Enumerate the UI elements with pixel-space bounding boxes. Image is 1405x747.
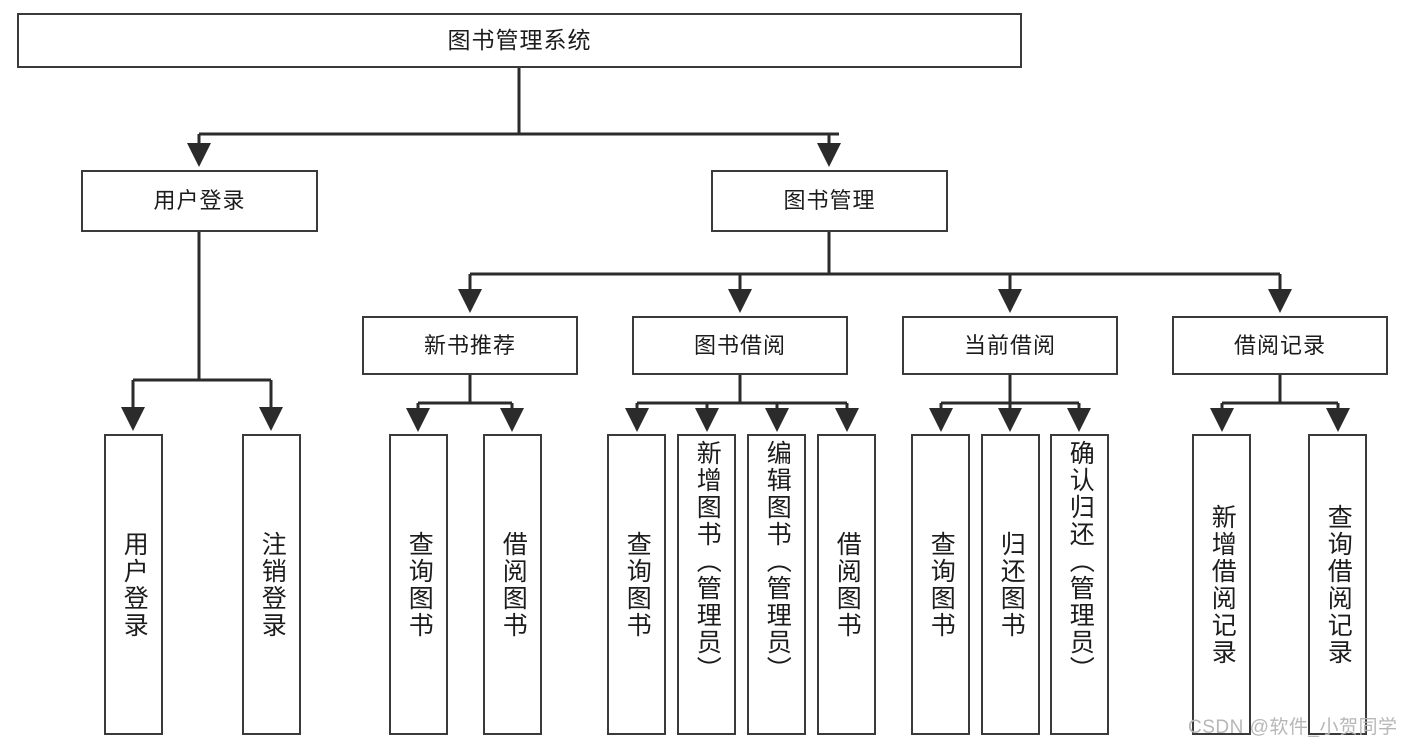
- node-new-book-rec[interactable]: 新书推荐: [362, 316, 578, 375]
- node-leaf-query-book-3-label: 查询图书: [927, 530, 956, 639]
- node-leaf-query-book-2-label: 查询图书: [623, 530, 652, 639]
- node-borrow-record[interactable]: 借阅记录: [1172, 316, 1388, 375]
- node-leaf-query-record-label: 查询借阅记录: [1324, 503, 1353, 666]
- node-root[interactable]: 图书管理系统: [17, 13, 1022, 68]
- node-leaf-query-book-2[interactable]: 查询图书: [607, 434, 666, 735]
- node-leaf-borrow-book-1[interactable]: 借阅图书: [483, 434, 542, 735]
- node-leaf-add-book-label: 新增图书（管理员）: [693, 440, 722, 683]
- node-borrow-record-label: 借阅记录: [1233, 332, 1326, 358]
- node-leaf-add-book[interactable]: 新增图书（管理员）: [677, 434, 736, 735]
- node-new-book-rec-label: 新书推荐: [423, 332, 516, 358]
- node-leaf-logout-login-label: 注销登录: [258, 530, 287, 639]
- node-leaf-query-book-1-label: 查询图书: [405, 530, 434, 639]
- node-leaf-user-login[interactable]: 用户登录: [104, 434, 163, 735]
- node-user-login[interactable]: 用户登录: [81, 170, 318, 232]
- node-leaf-edit-book-label: 编辑图书（管理员）: [763, 440, 792, 683]
- node-leaf-borrow-book-2-label: 借阅图书: [833, 530, 862, 639]
- node-book-manage-label: 图书管理: [783, 188, 876, 214]
- node-leaf-logout-login[interactable]: 注销登录: [242, 434, 301, 735]
- node-book-borrow-label: 图书借阅: [693, 332, 786, 358]
- node-user-login-label: 用户登录: [153, 188, 246, 214]
- node-leaf-confirm-return[interactable]: 确认归还（管理员）: [1050, 434, 1109, 735]
- node-leaf-borrow-book-1-label: 借阅图书: [499, 530, 528, 639]
- node-leaf-add-record-label: 新增借阅记录: [1208, 503, 1237, 666]
- node-leaf-borrow-book-2[interactable]: 借阅图书: [817, 434, 876, 735]
- node-leaf-edit-book[interactable]: 编辑图书（管理员）: [747, 434, 806, 735]
- node-book-manage[interactable]: 图书管理: [711, 170, 948, 232]
- node-leaf-add-record[interactable]: 新增借阅记录: [1192, 434, 1251, 735]
- node-root-label: 图书管理系统: [447, 26, 592, 53]
- node-leaf-user-login-label: 用户登录: [120, 530, 149, 639]
- node-leaf-return-book-label: 归还图书: [997, 530, 1026, 639]
- node-current-borrow[interactable]: 当前借阅: [902, 316, 1118, 375]
- node-leaf-query-record[interactable]: 查询借阅记录: [1308, 434, 1367, 735]
- node-leaf-query-book-3[interactable]: 查询图书: [911, 434, 970, 735]
- node-current-borrow-label: 当前借阅: [963, 332, 1056, 358]
- csdn-watermark: CSDN @软件_小贺同学: [1188, 717, 1398, 738]
- node-book-borrow[interactable]: 图书借阅: [632, 316, 848, 375]
- node-leaf-return-book[interactable]: 归还图书: [981, 434, 1040, 735]
- node-leaf-confirm-return-label: 确认归还（管理员）: [1066, 440, 1095, 683]
- node-leaf-query-book-1[interactable]: 查询图书: [389, 434, 448, 735]
